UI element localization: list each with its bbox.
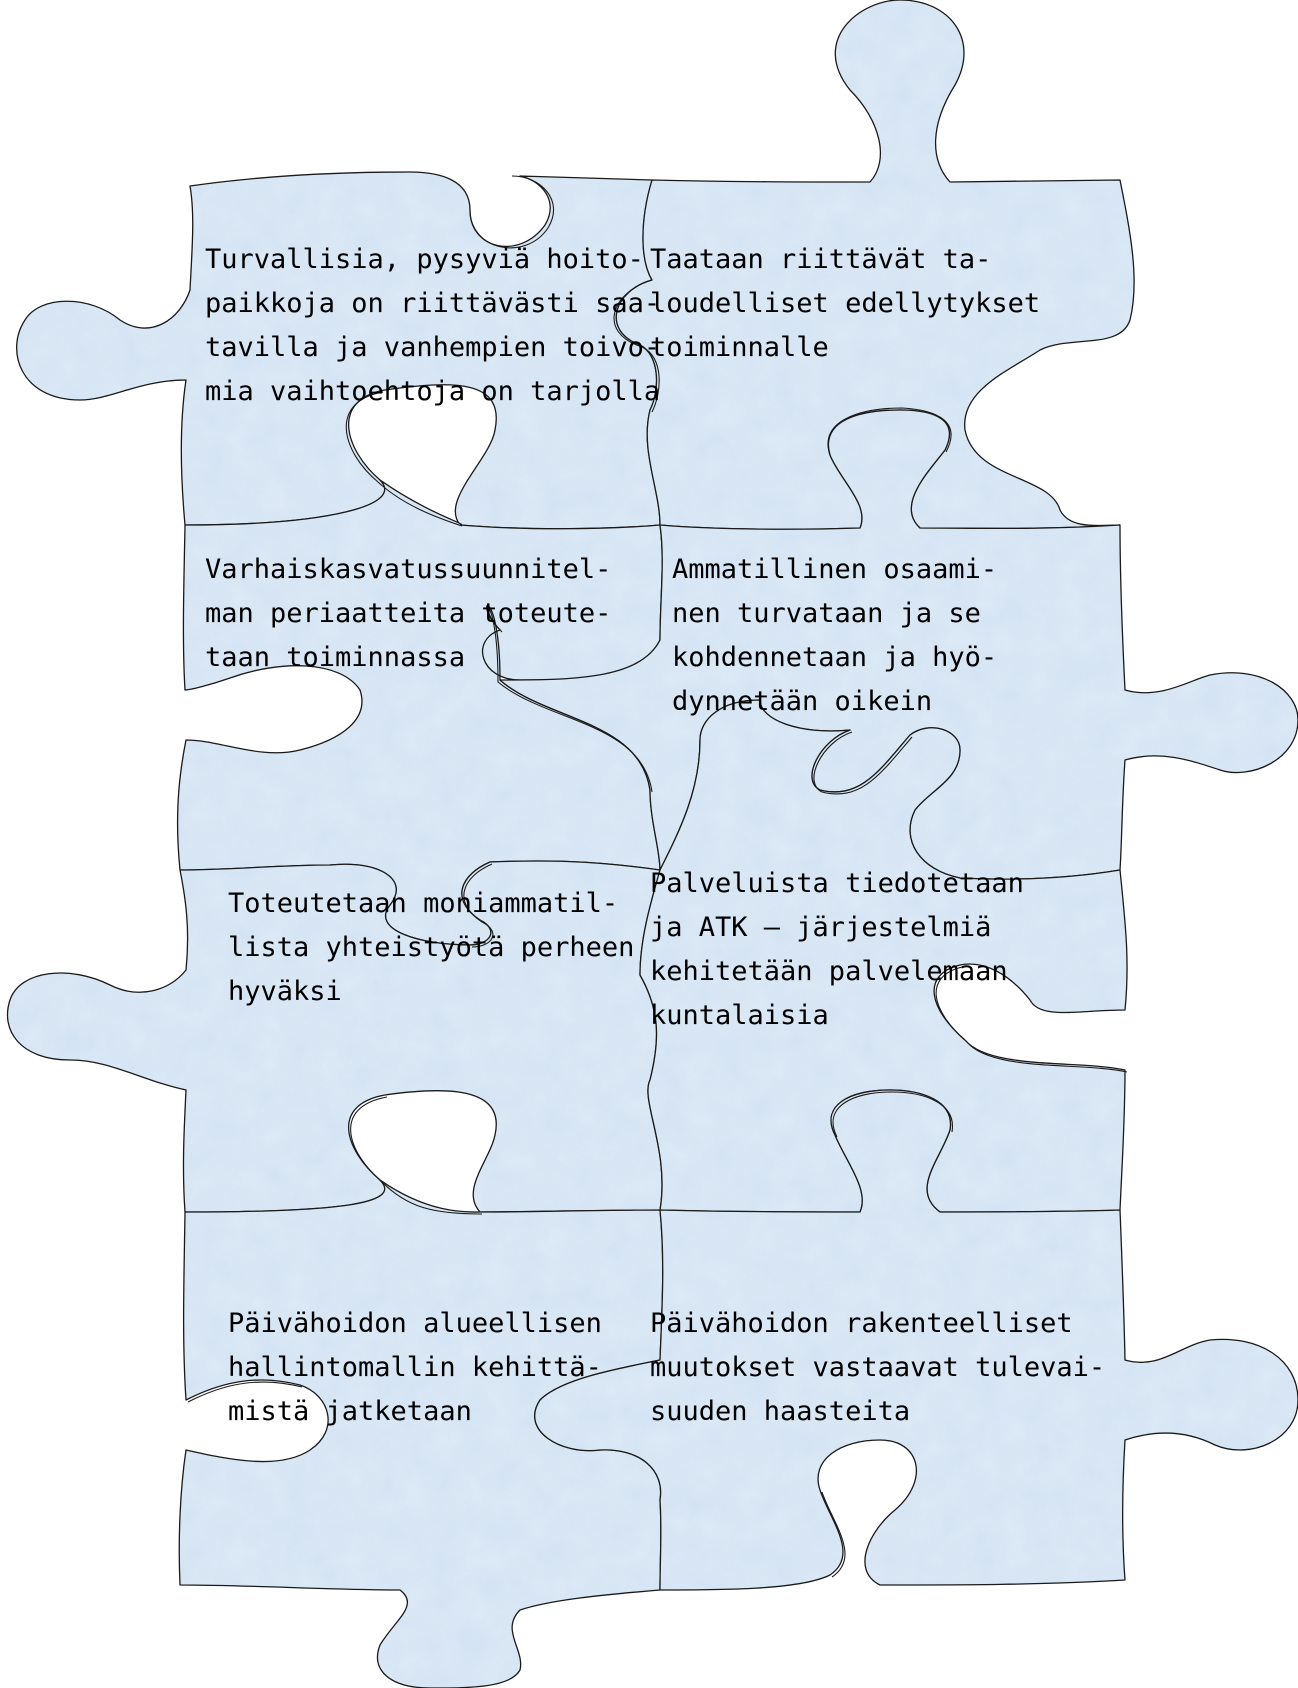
knob-outline-11 bbox=[187, 1381, 303, 1403]
knob-outline-1 bbox=[469, 175, 555, 249]
puzzle-piece-8 bbox=[534, 1089, 1298, 1591]
puzzle-piece-7 bbox=[178, 1179, 664, 1688]
piece-8-line-1: Päivähoidon rakenteelliset bbox=[650, 1308, 1073, 1339]
piece-8-label: Päivähoidon rakenteelliset muutokset vas… bbox=[650, 1302, 1105, 1434]
piece-1-line-1: Turvallisia, pysyviä hoito- bbox=[205, 244, 644, 275]
piece-2-line-1: Taataan riittävät ta- bbox=[650, 244, 992, 275]
knob-outline-strokes bbox=[187, 175, 1128, 1578]
puzzle-piece-5 bbox=[6, 860, 663, 1213]
knob-outline-8 bbox=[935, 966, 1128, 1073]
piece-6-line-3: kehitetään palvelemaan bbox=[650, 956, 1008, 987]
piece-4-line-2: nen turvataan ja se bbox=[672, 598, 981, 629]
piece-4-label: Ammatillinen osaami- nen turvataan ja se… bbox=[672, 548, 997, 724]
piece-8-line-2: muutokset vastaavat tulevai- bbox=[650, 1352, 1106, 1383]
piece-1-line-3: tavilla ja vanhempien toivo- bbox=[205, 332, 661, 363]
piece-4-line-1: Ammatillinen osaami- bbox=[672, 554, 998, 585]
piece-7-line-3: mistä jatketaan bbox=[228, 1396, 472, 1427]
piece-4-line-3: kohdennetaan ja hyö- bbox=[672, 642, 998, 673]
knob-outline-10 bbox=[832, 1091, 953, 1138]
piece-3-line-3: taan toiminnassa bbox=[205, 642, 466, 673]
piece-8-line-3: suuden haasteita bbox=[650, 1396, 911, 1427]
piece-5-line-3: hyväksi bbox=[228, 976, 342, 1007]
knob-outline-12 bbox=[821, 1491, 846, 1578]
piece-2-line-3: toiminnalle bbox=[650, 332, 829, 363]
piece-7-line-2: hallintomallin kehittä- bbox=[228, 1352, 602, 1383]
piece-6-line-1: Palveluista tiedotetaan bbox=[650, 868, 1024, 899]
knob-outline-2 bbox=[613, 279, 660, 413]
piece-4-line-4: dynnetään oikein bbox=[672, 686, 933, 717]
piece-3-label: Varhaiskasvatussuunnitel- man periaattei… bbox=[205, 548, 611, 680]
piece-7-label: Päivähoidon alueellisen hallintomallin k… bbox=[228, 1302, 602, 1434]
knob-outline-3 bbox=[345, 391, 463, 527]
knob-outline-4 bbox=[827, 407, 952, 456]
piece-3-line-2: man periaatteita toteute- bbox=[205, 598, 612, 629]
piece-2-label: Taataan riittävät ta- loudelliset edelly… bbox=[650, 238, 1040, 370]
knob-outline-6 bbox=[813, 731, 913, 795]
piece-1-line-4: mia vaihtoehtoja on tarjolla bbox=[205, 376, 661, 407]
knob-outline-5 bbox=[487, 607, 653, 793]
piece-5-line-1: Toteutetaan moniammatil- bbox=[228, 888, 619, 919]
piece-2-line-2: loudelliset edellytykset bbox=[650, 288, 1041, 319]
piece-1-label: Turvallisia, pysyviä hoito- paikkoja on … bbox=[205, 238, 660, 414]
piece-6-label: Palveluista tiedotetaan ja ATK – järjest… bbox=[650, 862, 1024, 1038]
knob-outline-9 bbox=[350, 1096, 483, 1215]
piece-5-line-2: lista yhteistyötä perheen bbox=[228, 932, 635, 963]
knob-outline-7 bbox=[463, 863, 494, 948]
piece-3-line-1: Varhaiskasvatussuunnitel- bbox=[205, 554, 612, 585]
piece-7-line-1: Päivähoidon alueellisen bbox=[228, 1308, 602, 1339]
piece-1-line-2: paikkoja on riittävästi saa- bbox=[205, 288, 661, 319]
puzzle-piece-1 bbox=[16, 171, 661, 530]
piece-5-label: Toteutetaan moniammatil- lista yhteistyö… bbox=[228, 882, 634, 1014]
piece-6-line-2: ja ATK – järjestelmiä bbox=[650, 912, 992, 943]
piece-6-line-4: kuntalaisia bbox=[650, 1000, 829, 1031]
